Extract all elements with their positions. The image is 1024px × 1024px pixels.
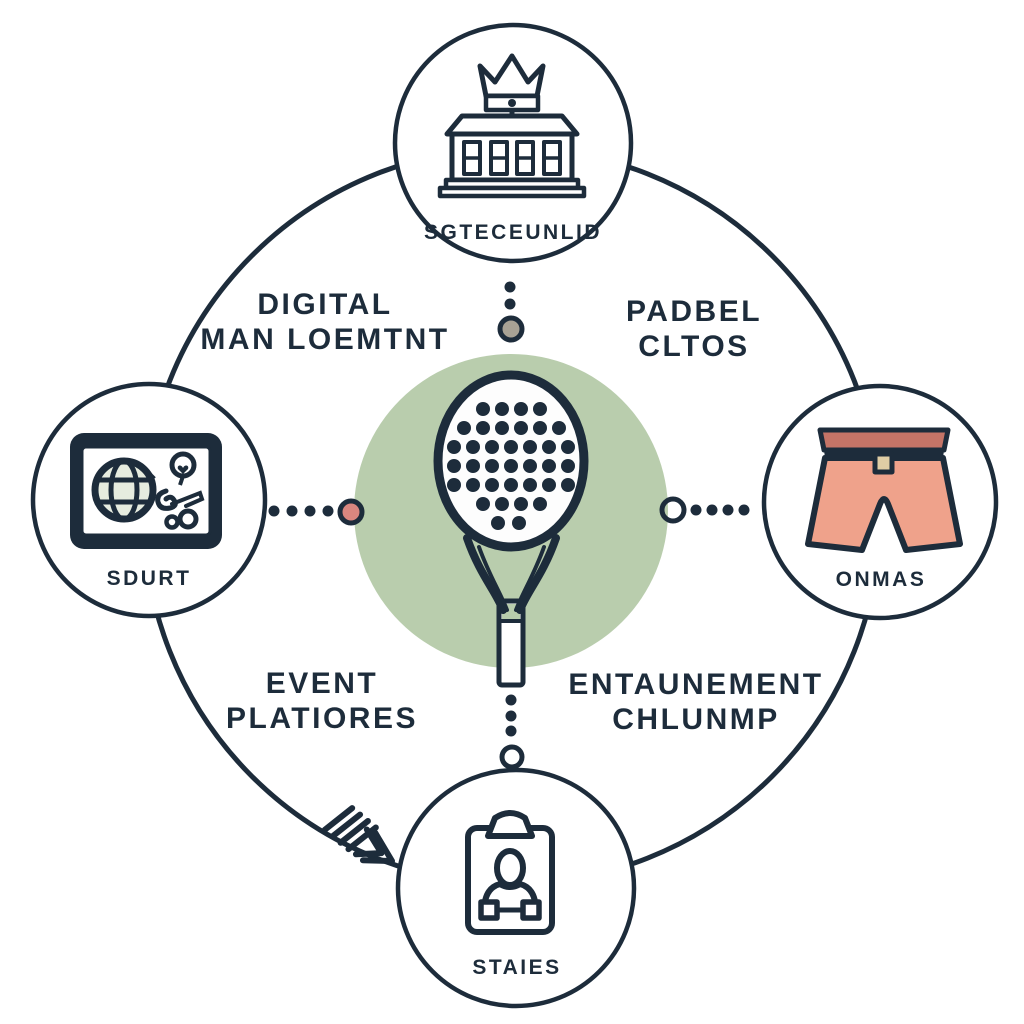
pin-heart-glyph (169, 451, 197, 486)
building-crown-icon (437, 53, 587, 199)
quadrant-label-bottom-left: EVENT PLATIORES (226, 666, 418, 736)
racket-holes (447, 402, 575, 530)
building-windows (462, 140, 562, 176)
quadrant-label-line: PLATIORES (226, 702, 418, 735)
browser-globe-icon (70, 433, 222, 549)
bottom-connector-dots (499, 694, 525, 770)
right-connector-dots (659, 496, 750, 524)
quadrant-label-line: MAN LOEMTNT (200, 323, 450, 356)
small-circle-glyph (164, 514, 180, 530)
top-connector-dots (497, 281, 525, 343)
quadrant-label-bottom-right: ENTAUNEMENT CHLUNMP (568, 667, 823, 737)
quadrant-label-line: CHLUNMP (612, 703, 780, 736)
node-label-top: SGTECEUNLID (423, 221, 603, 244)
node-label-right: ONMAS (835, 568, 927, 591)
quadrant-label-line: ENTAUNEMENT (568, 668, 824, 701)
quadrant-label-line: CLTOS (638, 330, 750, 363)
shorts-button (872, 451, 895, 475)
quadrant-label-line: DIGITAL (257, 288, 393, 321)
node-label-left: SDURT (106, 567, 192, 590)
quadrant-label-top-right: PADBEL CLTOS (626, 294, 762, 364)
arrow-icon (321, 805, 395, 864)
quadrant-label-top-left: DIGITAL MAN LOEMTNT (200, 287, 449, 357)
small-ring-glyph (177, 508, 199, 530)
padel-racket-icon (433, 370, 589, 688)
quadrant-label-line: EVENT (265, 667, 379, 700)
player-id-badge-icon (465, 810, 555, 935)
globe-glyph (91, 457, 157, 523)
shorts-icon (805, 427, 963, 553)
node-label-bottom: STAIES (472, 956, 562, 979)
quadrant-label-line: PADBEL (625, 295, 763, 328)
left-connector-dots (268, 498, 365, 526)
signature-pen-glyph (155, 488, 205, 511)
